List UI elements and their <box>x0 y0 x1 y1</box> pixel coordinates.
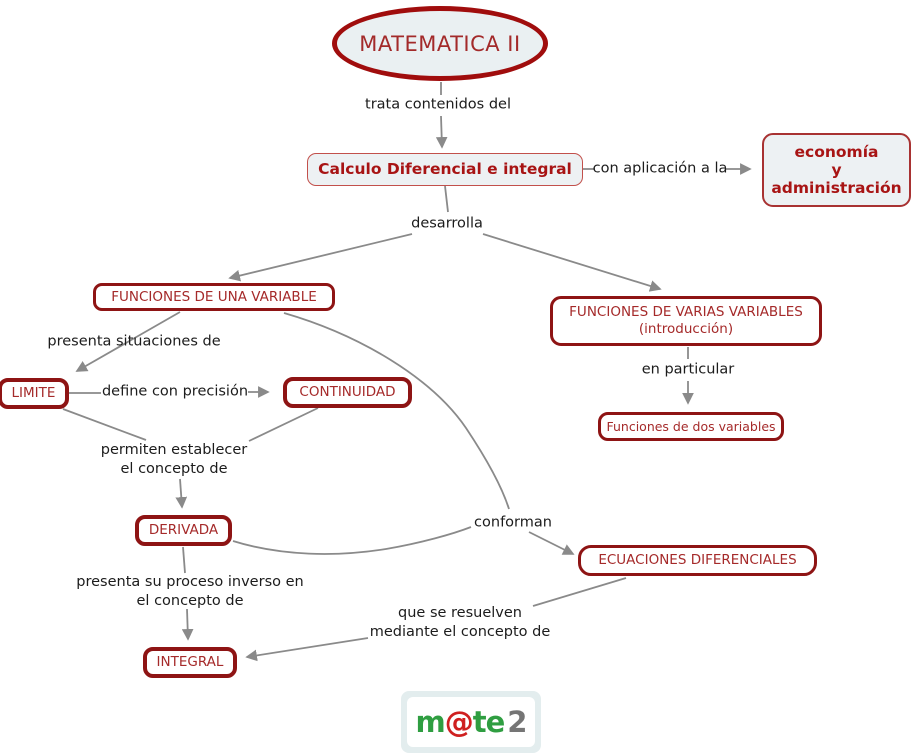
logo-letter-m: m <box>415 705 446 739</box>
mate2-logo-card: m @ te 2 <box>407 697 535 747</box>
edge-label-inverso-line1: presenta su proceso inverso en <box>76 574 304 591</box>
node-funciones-dos-label: Funciones de dos variables <box>606 418 776 434</box>
node-limite-label: LIMITE <box>11 385 56 402</box>
node-matematica-ii: MATEMATICA II <box>332 6 548 81</box>
node-limite: LIMITE <box>0 378 69 409</box>
edge-label-resuelven-line2: mediante el concepto de <box>369 624 551 640</box>
node-derivada: DERIVADA <box>135 515 232 546</box>
node-economia-line2: y <box>831 160 842 179</box>
edge-label-permiten-establecer: permiten establecer el concepto de <box>101 441 247 479</box>
node-integral-label: INTEGRAL <box>156 654 224 671</box>
logo-digit-2: 2 <box>507 705 527 739</box>
mate2-logo: m @ te 2 <box>401 691 541 753</box>
node-continuidad-label: CONTINUIDAD <box>299 384 396 401</box>
edge-label-proceso-inverso: presenta su proceso inverso en el concep… <box>76 573 303 611</box>
node-funciones-una-variable-label: FUNCIONES DE UNA VARIABLE <box>111 288 317 305</box>
edge-label-resuelven-line1: que se resuelven <box>398 605 522 622</box>
node-calculo-label: Calculo Diferencial e integral <box>318 159 572 178</box>
edge-label-conforman: conforman <box>474 514 552 531</box>
node-calculo-diferencial: Calculo Diferencial e integral <box>307 153 583 186</box>
logo-at-icon: @ <box>444 705 474 739</box>
edge-label-inverso-line2: el concepto de <box>136 593 244 609</box>
node-ecuaciones-label: ECUACIONES DIFERENCIALES <box>598 552 797 569</box>
edge-label-con-aplicacion: con aplicación a la <box>592 160 728 177</box>
edge-label-permiten-line1: permiten establecer <box>100 442 248 459</box>
node-funciones-una-variable: FUNCIONES DE UNA VARIABLE <box>93 283 335 311</box>
edge-label-en-particular: en particular <box>641 361 735 378</box>
edge-label-que-se-resuelven: que se resuelven mediante el concepto de <box>370 604 551 642</box>
node-integral: INTEGRAL <box>143 647 237 678</box>
node-funciones-varias-line2: (introducción) <box>638 321 734 337</box>
node-funciones-varias-variables: FUNCIONES DE VARIAS VARIABLES (introducc… <box>550 296 822 346</box>
node-ecuaciones-diferenciales: ECUACIONES DIFERENCIALES <box>578 545 817 576</box>
node-funciones-varias-line1: FUNCIONES DE VARIAS VARIABLES <box>569 304 803 321</box>
node-economia-line1: economía <box>794 142 879 161</box>
node-matematica-ii-label: MATEMATICA II <box>359 31 521 56</box>
edge-label-define-con-precision: define con precisión <box>101 383 249 400</box>
node-economia-administracion: economía y administración <box>762 133 911 207</box>
node-funciones-dos-variables: Funciones de dos variables <box>598 412 784 441</box>
node-economia-line3: administración <box>771 179 902 198</box>
edge-label-presenta-situaciones: presenta situaciones de <box>47 333 221 350</box>
node-continuidad: CONTINUIDAD <box>283 377 412 408</box>
node-derivada-label: DERIVADA <box>148 522 219 539</box>
logo-letters-te: te <box>472 705 506 739</box>
edge-label-permiten-line2: el concepto de <box>120 461 228 477</box>
edge-label-trata-contenidos: trata contenidos del <box>365 96 511 113</box>
edge-label-desarrolla: desarrolla <box>411 215 483 232</box>
